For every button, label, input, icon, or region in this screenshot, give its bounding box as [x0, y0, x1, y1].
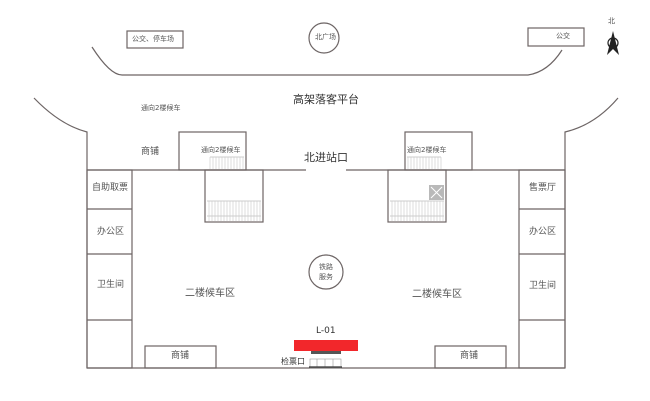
- shop-bottom-right-label: 商铺: [460, 351, 479, 361]
- bus-label: 公交: [556, 32, 570, 40]
- shop-bottom-left-label: 商铺: [171, 351, 190, 361]
- bus-parking-label: 公交、停车场: [132, 35, 174, 43]
- ticket-gate-label: 检票口: [281, 357, 305, 366]
- right-office-label: 办公区: [529, 227, 557, 237]
- north-arrow-icon: [607, 31, 619, 55]
- north-square-label: 北广场: [315, 33, 336, 41]
- stairs-hatching: [207, 156, 444, 217]
- left-outer-wall: [33, 97, 88, 368]
- right-stair-label: 通向2楼候车: [407, 146, 447, 154]
- north-entrance-label: 北进站口: [304, 151, 348, 164]
- left-stair-label: 通向2楼候车: [201, 146, 241, 154]
- right-restroom-label: 卫生间: [529, 281, 557, 291]
- right-outer-wall: [564, 97, 619, 368]
- left-office-label: 办公区: [97, 227, 125, 237]
- road-outline: [91, 46, 563, 76]
- to-2f-waiting-outside-label: 通向2楼候车: [141, 104, 181, 112]
- ad-spot-label: L-01: [316, 326, 336, 336]
- ticket-gate-icon: [309, 358, 342, 369]
- self-ticket-label: 自助取票: [92, 183, 129, 193]
- left-restroom-label: 卫生间: [97, 280, 125, 290]
- ad-spot-base: [311, 351, 341, 354]
- ad-spot-l01[interactable]: [294, 340, 358, 351]
- blocked-icon: [429, 185, 444, 200]
- ticket-hall-label: 售票厅: [529, 183, 557, 193]
- rail-service-line1: 铁路: [319, 263, 333, 271]
- left-waiting-area-label: 二楼候车区: [185, 288, 235, 299]
- right-waiting-area-label: 二楼候车区: [412, 289, 462, 300]
- compass-label: 北: [608, 17, 615, 25]
- elevated-platform-label: 高架落客平台: [293, 93, 359, 106]
- shop-top-left-label: 商铺: [141, 147, 160, 157]
- rail-service-line2: 服务: [319, 273, 333, 281]
